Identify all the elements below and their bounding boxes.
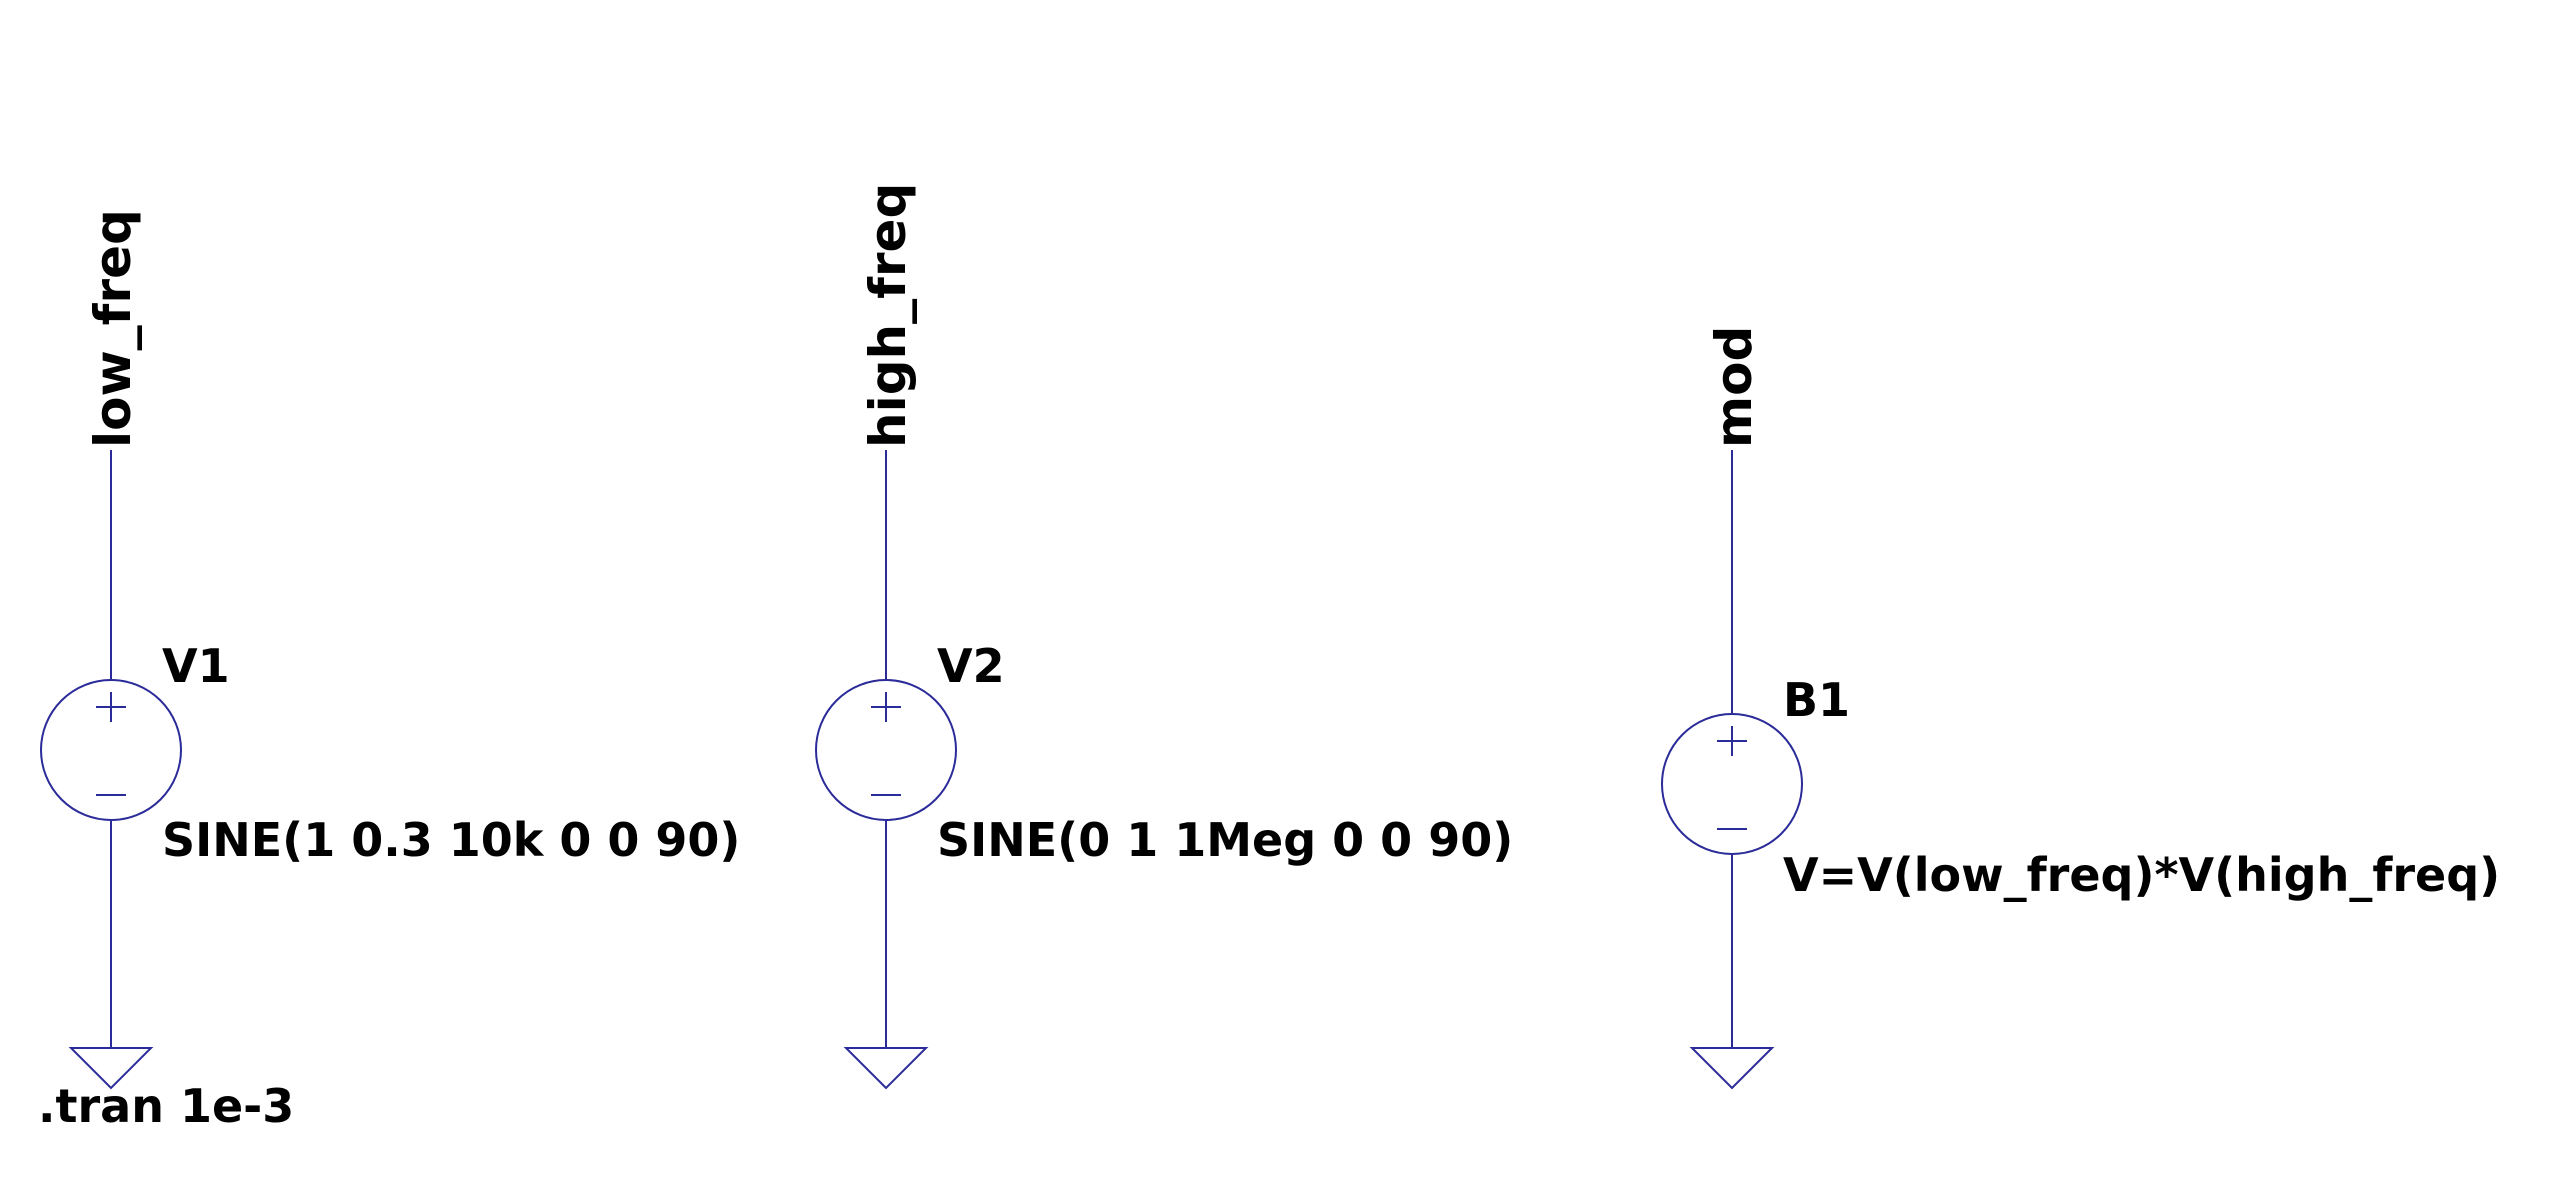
behavioral-source-icon[interactable] (1661, 713, 1803, 855)
voltage-source-icon[interactable] (815, 679, 957, 821)
component-b1[interactable]: mod B1 V=V(low_freq)*V(high_freq) (1661, 326, 2500, 1090)
component-value-v2: SINE(0 1 1Meg 0 0 90) (937, 813, 1513, 867)
ground-icon (843, 1047, 929, 1090)
component-ref-v2: V2 (937, 639, 1005, 693)
net-label-high-freq: high_freq (859, 183, 917, 448)
component-v1[interactable]: low_freq V1 SINE(1 0.3 10k 0 0 90) (40, 209, 740, 1090)
ground-icon (68, 1047, 154, 1090)
component-v2[interactable]: high_freq V2 SINE(0 1 1Meg 0 0 90) (815, 183, 1513, 1090)
component-value-b1: V=V(low_freq)*V(high_freq) (1783, 848, 2500, 902)
net-label-low-freq: low_freq (84, 209, 142, 448)
spice-directive[interactable]: .tran 1e-3 (38, 1079, 294, 1133)
net-label-mod: mod (1705, 326, 1763, 448)
component-ref-b1: B1 (1783, 673, 1850, 727)
component-value-v1: SINE(1 0.3 10k 0 0 90) (162, 813, 740, 867)
ground-icon (1689, 1047, 1775, 1090)
component-ref-v1: V1 (162, 639, 230, 693)
voltage-source-icon[interactable] (40, 679, 182, 821)
